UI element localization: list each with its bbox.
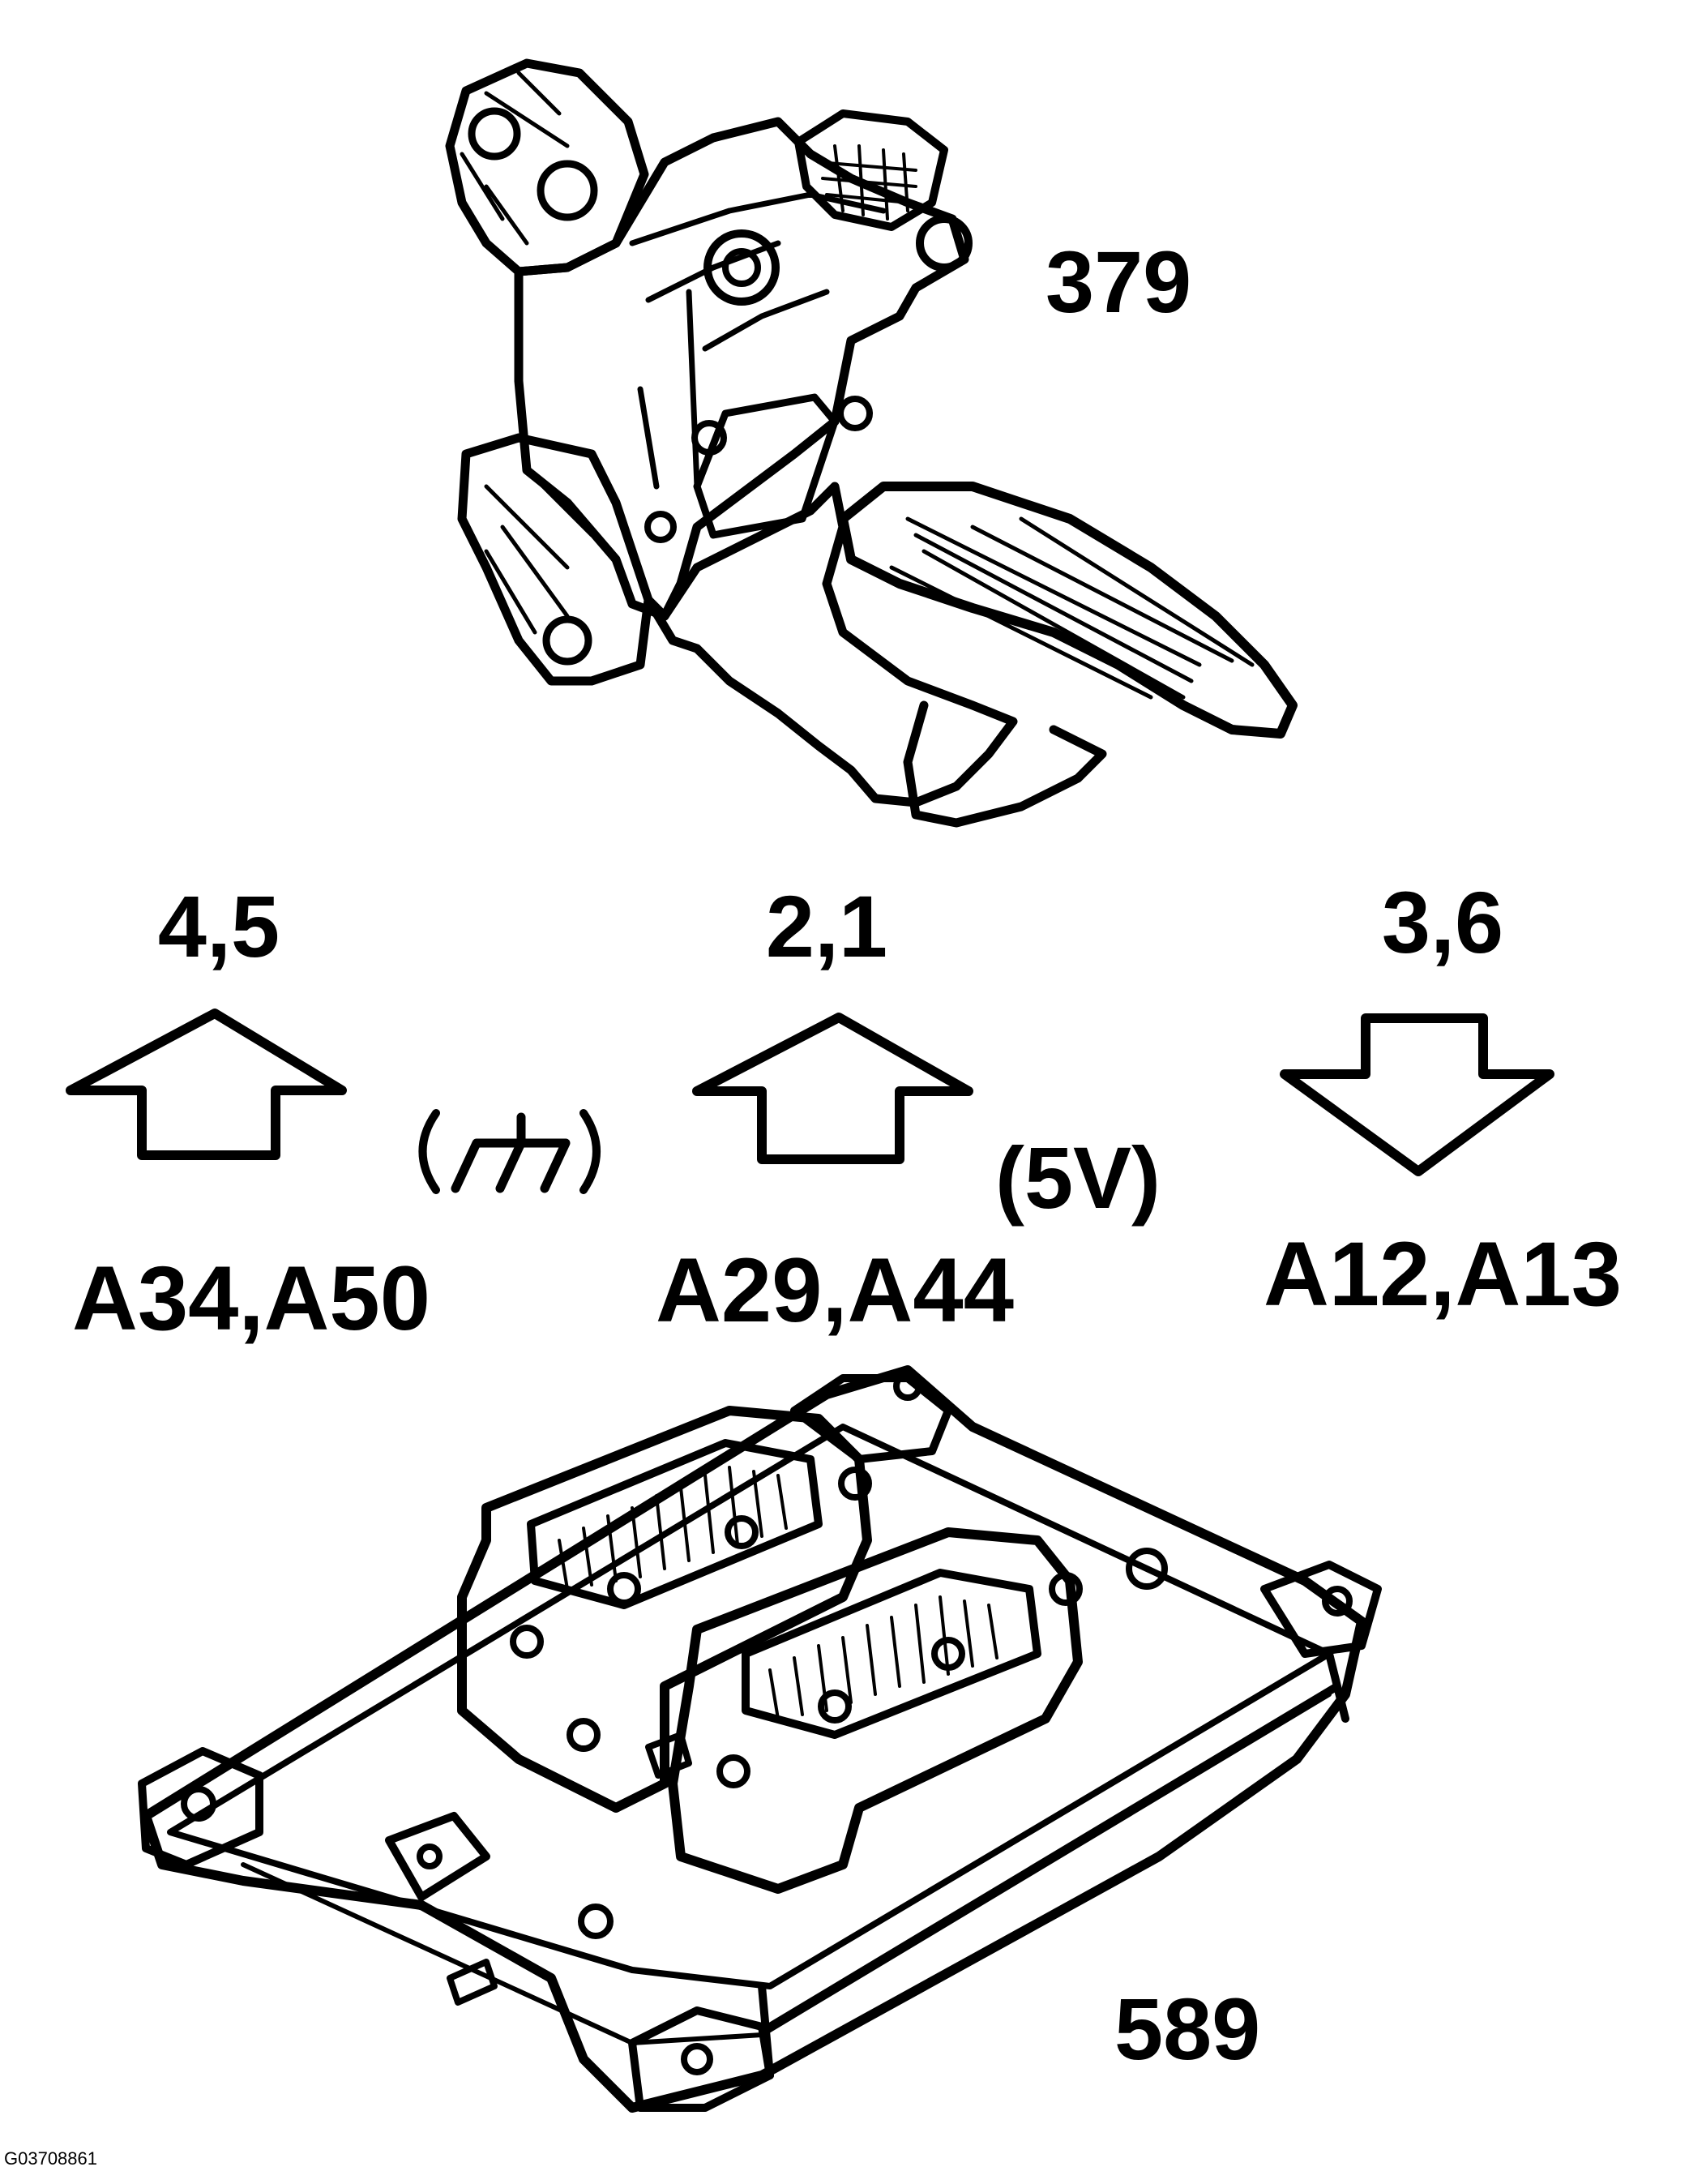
terminals-middle: A29,A44 xyxy=(656,1240,1014,1341)
pin-numbers-left: 4,5 xyxy=(158,877,280,975)
ground-symbol-icon xyxy=(418,1109,601,1194)
pin-numbers-middle: 2,1 xyxy=(766,877,887,975)
arrow-up-middle xyxy=(692,1013,973,1164)
pin-numbers-right: 3,6 xyxy=(1382,873,1503,971)
figure-id: G03708861 xyxy=(4,2148,97,2169)
voltage-label: (5V) xyxy=(995,1128,1161,1227)
control-unit-number: 589 xyxy=(1114,1980,1260,2078)
arrow-up-left xyxy=(66,1008,347,1160)
accelerator-pedal-icon xyxy=(445,58,1298,828)
pedal-module-number: 379 xyxy=(1045,233,1191,331)
terminals-left: A34,A50 xyxy=(72,1248,430,1349)
arrow-down-right xyxy=(1280,1013,1554,1176)
engine-control-module-icon xyxy=(138,1365,1382,2113)
terminals-right: A12,A13 xyxy=(1264,1223,1622,1325)
